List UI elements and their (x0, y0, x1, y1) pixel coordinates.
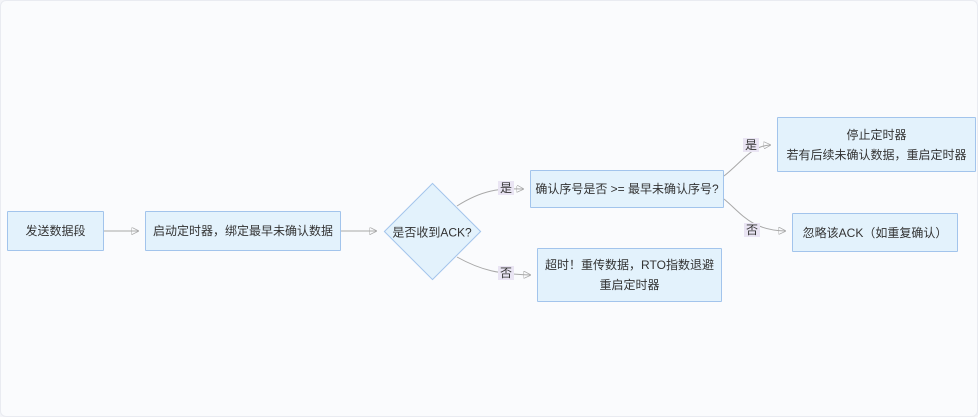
edge-ack-yes (456, 189, 523, 207)
node-timeout-retransmit-line1: 超时！重传数据，RTO指数退避 (545, 258, 714, 272)
edge-label-ack-no: 否 (497, 266, 515, 280)
node-start-timer: 启动定时器，绑定最早未确认数据 (145, 211, 341, 251)
node-send-segment-label: 发送数据段 (25, 224, 86, 238)
node-timeout-retransmit-line2: 重启定时器 (599, 278, 660, 292)
node-stop-timer-line1: 停止定时器 (846, 127, 907, 142)
edge-label-seq-yes: 是 (742, 138, 760, 152)
node-stop-timer-line2: 若有后续未确认数据，重启定时器 (786, 147, 967, 162)
edge-label-ack-yes: 是 (497, 181, 515, 195)
node-ignore-ack: 忽略该ACK（如重复确认） (792, 213, 958, 252)
edge-seq-yes (723, 145, 770, 177)
node-start-timer-label: 启动定时器，绑定最早未确认数据 (152, 224, 333, 238)
edge-ack-no (456, 256, 530, 275)
node-ack-seq-check: 确认序号是否 >= 最早未确认序号? (530, 170, 724, 208)
edge-seq-no (723, 198, 785, 231)
node-ignore-ack-label: 忽略该ACK（如重复确认） (802, 225, 948, 240)
node-stop-timer: 停止定时器 若有后续未确认数据，重启定时器 (777, 117, 976, 172)
node-ack-seq-check-label: 确认序号是否 >= 最早未确认序号? (535, 182, 719, 196)
node-timeout-retransmit: 超时！重传数据，RTO指数退避 重启定时器 (537, 248, 722, 302)
node-ack-received-label: 是否收到ACK? (392, 225, 472, 240)
node-send-segment: 发送数据段 (7, 211, 104, 251)
edge-label-seq-no: 否 (743, 223, 761, 237)
